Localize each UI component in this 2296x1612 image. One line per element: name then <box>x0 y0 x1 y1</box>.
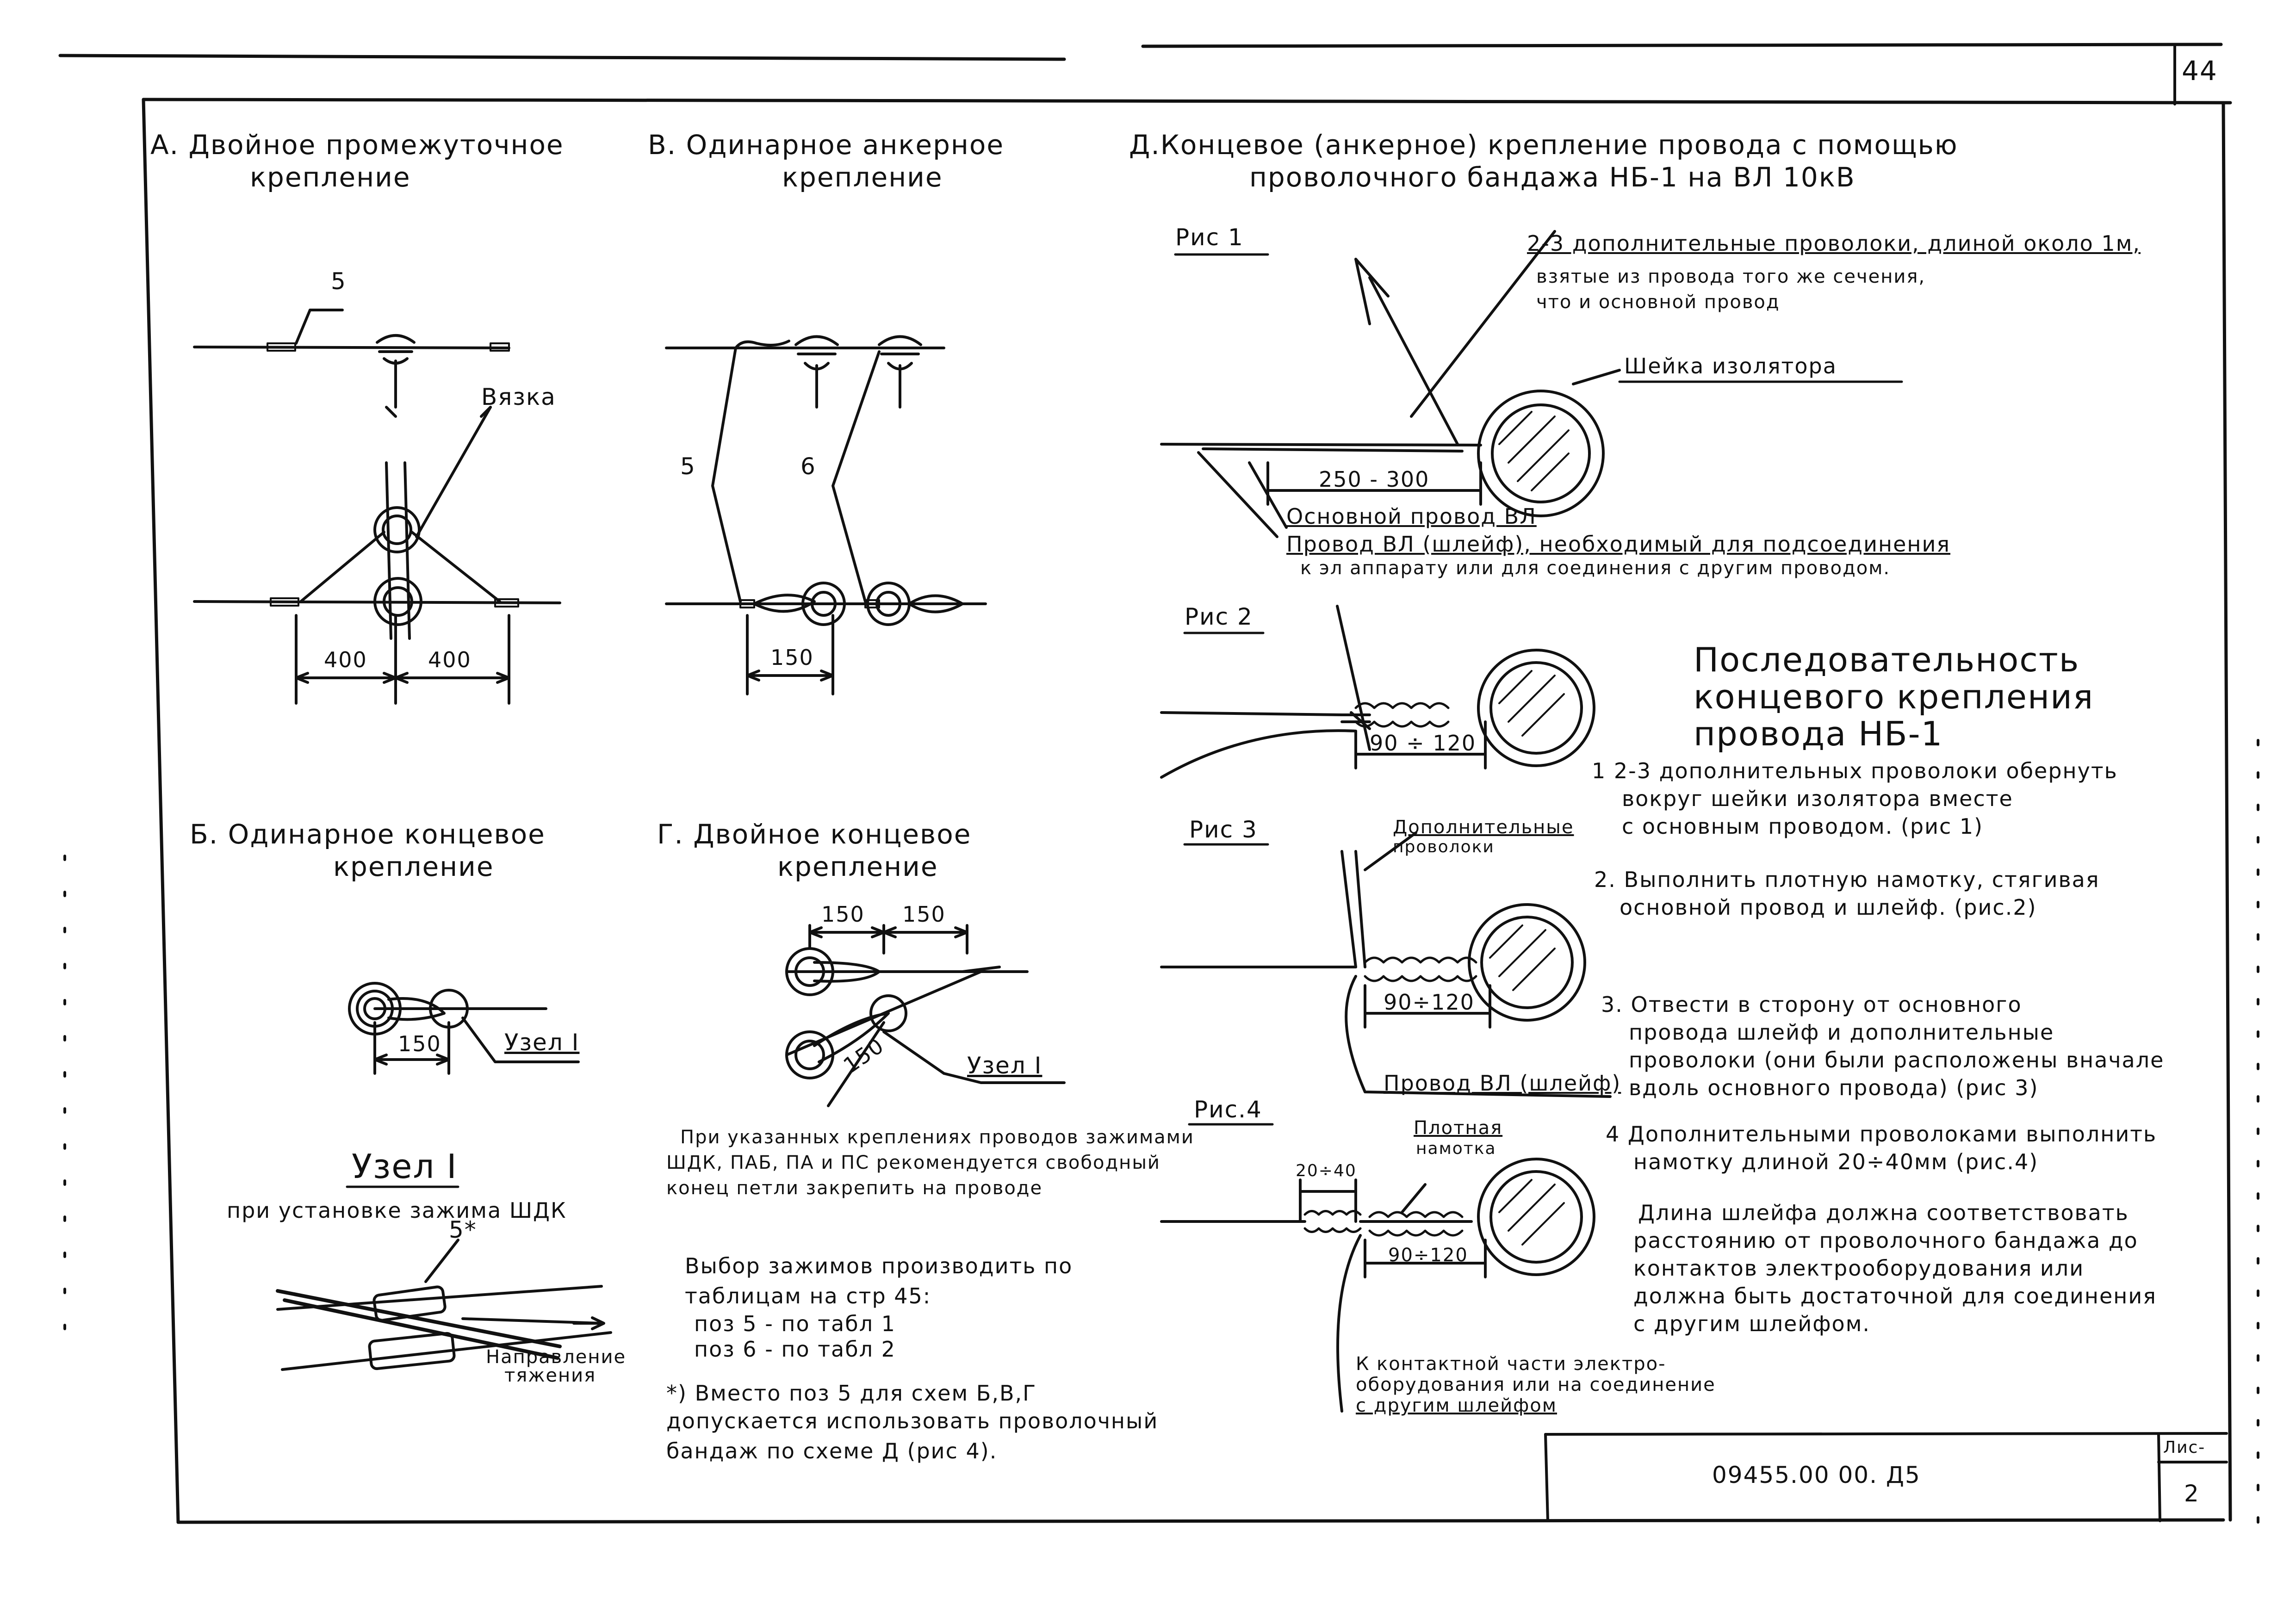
section-g-title-1: Г. Двойное концевое <box>657 818 972 850</box>
r1-loop-note-2: к эл аппарату или для соединения с други… <box>1300 558 1891 579</box>
r4-dim-label: 90÷120 <box>1388 1245 1468 1266</box>
direction-label-1: Направление <box>486 1346 627 1368</box>
sequence-title-1: Последовательность <box>1694 640 2080 679</box>
direction-label-2: тяжения <box>504 1365 596 1386</box>
r4-contact-note-3: с другим шлейфом <box>1356 1395 1557 1416</box>
diagram-g <box>785 924 1066 1107</box>
dim-150-v: 150 <box>770 645 814 670</box>
section-v-title-2: крепление <box>782 161 943 193</box>
step-2-line-2: основной провод и шлейф. (рис.2) <box>1620 895 2037 920</box>
length-note-2: расстоянию от проволочного бандажа до <box>1633 1228 2138 1253</box>
fig-ris1 <box>1160 230 1621 538</box>
r1-wire-note-3: что и основной провод <box>1536 291 1780 313</box>
r1-wire-note-2: взятые из провода того же сечения, <box>1536 266 1926 287</box>
fig-ris3 <box>1160 831 1612 1098</box>
step-3-line-1: 3. Отвести в сторону от основного <box>1601 992 2022 1017</box>
r3-loop-wire: Провод ВЛ (шлейф) <box>1384 1071 1621 1096</box>
step-1-line-3: с основным проводом. (рис 1) <box>1622 814 1984 839</box>
footnote-1: *) Вместо поз 5 для схем Б,В,Г <box>666 1381 1037 1406</box>
r4-contact-note-2: оборудования или на соединение <box>1356 1374 1716 1395</box>
section-d-title-1: Д.Концевое (анкерное) крепление провода … <box>1129 129 1958 161</box>
fig-ris2 <box>1160 605 1595 779</box>
pos-5-label-a: 5 <box>331 268 347 295</box>
dim-150-g-1: 150 <box>821 902 865 927</box>
sequence-title-2: концевого крепления <box>1694 677 2094 716</box>
selection-note-3: поз 5 - по табл 1 <box>694 1311 896 1336</box>
frame <box>58 43 2259 1528</box>
r1-wire-note-1: 2-3 дополнительные проволоки, длиной око… <box>1527 231 2141 256</box>
step-3-line-2: провода шлейф и дополнительные <box>1629 1020 2054 1045</box>
stamp-value: 2 <box>2184 1480 2200 1507</box>
r1-neck-label: Шейка изолятора <box>1624 353 1837 378</box>
clamp-note-2: ШДК, ПАБ, ПА и ПС рекомендуется свободны… <box>666 1152 1160 1173</box>
pos-5-star-label: 5* <box>449 1216 477 1243</box>
section-v-title-1: В. Одинарное анкерное <box>648 129 1005 161</box>
length-note-5: с другим шлейфом. <box>1633 1311 1871 1336</box>
length-note-1: Длина шлейфа должна соответствовать <box>1638 1200 2129 1225</box>
fig-ris4 <box>1160 1158 1595 1413</box>
diagram-v <box>665 335 987 695</box>
selection-note-2: таблицам на стр 45: <box>685 1283 931 1308</box>
section-a-title-2: крепление <box>250 161 411 193</box>
section-g-title-2: крепление <box>777 851 938 882</box>
pos-6-label-v: 6 <box>800 453 816 480</box>
dim-150-b: 150 <box>398 1031 441 1056</box>
document-code: 09455.00 00. Д5 <box>1712 1462 1921 1488</box>
sequence-title-3: провода НБ-1 <box>1694 714 1943 753</box>
step-3-line-3: проволоки (они были расположены вначале <box>1629 1048 2165 1073</box>
section-a-title-1: А. Двойное промежуточное <box>150 129 564 161</box>
fig-ris3-label: Рис 3 <box>1189 816 1258 843</box>
vyazka-label: Вязка <box>481 384 556 410</box>
step-3-line-4: вдоль основного провода) (рис 3) <box>1629 1075 2039 1100</box>
r3-add-wires-1: Дополнительные <box>1393 817 1574 838</box>
step-4-line-1: 4 Дополнительными проволоками выполнить <box>1606 1122 2157 1147</box>
diagram-a <box>193 309 561 705</box>
section-d-title-2: проволочного бандажа НБ-1 на ВЛ 10кВ <box>1249 161 1855 193</box>
dim-400-right: 400 <box>428 647 472 672</box>
footnote-2: допускается использовать проволочный <box>666 1408 1159 1433</box>
length-note-4: должна быть достаточной для соединения <box>1633 1283 2157 1308</box>
length-note-3: контактов электрооборудования или <box>1633 1256 2085 1281</box>
clamp-note-1: При указанных креплениях проводов зажима… <box>680 1127 1194 1148</box>
step-2-line-1: 2. Выполнить плотную намотку, стягивая <box>1594 867 2100 892</box>
selection-note-1: Выбор зажимов производить по <box>685 1253 1073 1278</box>
diagram-b <box>348 982 580 1075</box>
fig-ris1-label: Рис 1 <box>1175 224 1244 251</box>
uzel-1-label-g: Узел I <box>967 1052 1043 1079</box>
footnote-3: бандаж по схеме Д (рис 4). <box>666 1438 998 1463</box>
selection-note-4: поз 6 - по табл 2 <box>694 1337 896 1362</box>
uzel-subtitle: при установке зажима ШДК <box>227 1198 567 1223</box>
r2-dim-label: 90 ÷ 120 <box>1370 731 1477 756</box>
underlines <box>346 253 1903 1188</box>
r4-tight-wind-2: намотка <box>1416 1139 1496 1158</box>
diagram-uzel <box>276 1239 612 1371</box>
sheet-number: 44 <box>2182 55 2218 87</box>
step-4-line-2: намотку длиной 20÷40мм (рис.4) <box>1633 1149 2039 1174</box>
stamp-label: Лис- <box>2163 1438 2206 1457</box>
r4-contact-note-1: К контактной части электро- <box>1356 1353 1666 1375</box>
dim-150-g-2: 150 <box>902 902 946 927</box>
r4-dim-small: 20÷40 <box>1296 1161 1357 1180</box>
step-1-line-1: 1 2-3 дополнительных проволоки обернуть <box>1592 758 2118 783</box>
section-b-title-1: Б. Одинарное концевое <box>190 818 546 850</box>
clamp-note-3: конец петли закрепить на проводе <box>666 1178 1043 1199</box>
r1-dim-label: 250 - 300 <box>1319 467 1430 492</box>
r1-main-wire: Основной провод ВЛ <box>1286 504 1537 529</box>
pos-5-label-v: 5 <box>680 453 696 480</box>
uzel-title: Узел I <box>352 1147 458 1186</box>
uzel-1-label-b: Узел I <box>504 1029 580 1056</box>
step-1-line-2: вокруг шейки изолятора вместе <box>1622 786 2013 811</box>
fig-ris4-label: Рис.4 <box>1194 1096 1262 1123</box>
fig-ris2-label: Рис 2 <box>1185 603 1253 630</box>
r3-dim-label: 90÷120 <box>1384 990 1475 1015</box>
dim-400-left: 400 <box>324 647 367 672</box>
section-b-title-2: крепление <box>333 851 494 882</box>
r1-loop-note-1: Провод ВЛ (шлейф), необходимый для подсо… <box>1286 532 1951 557</box>
r3-add-wires-2: проволоки <box>1393 837 1495 856</box>
r4-tight-wind-1: Плотная <box>1414 1117 1503 1139</box>
